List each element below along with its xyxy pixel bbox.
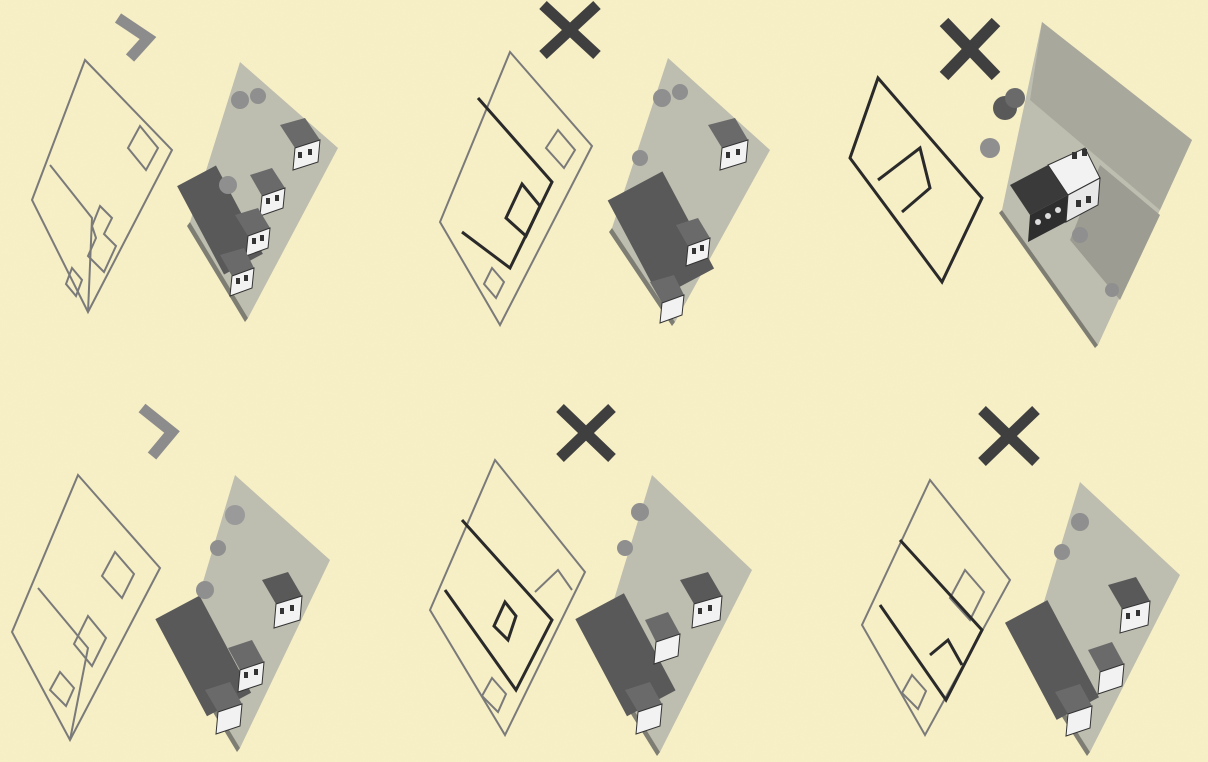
diagram-canvas [0,0,1208,762]
